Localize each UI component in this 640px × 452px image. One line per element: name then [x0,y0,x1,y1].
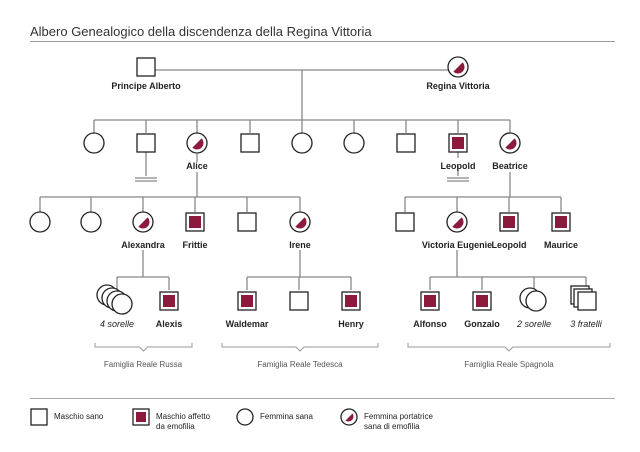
grandchild-male-2 [395,212,415,232]
label-three-brothers: 3 fratelli [570,319,602,329]
family-bracket [407,343,611,352]
label-frittie: Frittie [182,240,208,250]
label-victoria-eugenie: Victoria Eugenie [421,240,493,250]
label-leopold: Leopold [440,161,476,171]
label-alexis: Alexis [155,319,183,329]
legend-affected-male: Maschio affetto da emofilia [132,408,210,432]
waldemar-fill [241,295,253,307]
child-male-3 [396,133,416,153]
label-gonzalo: Gonzalo [464,319,500,329]
grandchild-female-1 [29,211,51,233]
frittie-fill [189,216,201,228]
family-label-russa: Famiglia Reale Russa [103,360,183,369]
principe-alberto [136,57,156,77]
healthy-female-icon [236,408,254,426]
child-female-2 [291,132,313,154]
regina-vittoria [447,56,469,78]
legend-carrier-female: Femmina portatrice sana di emofilia [340,408,433,432]
gonzalo-fill [476,295,488,307]
regina-vittoria-fill [453,62,465,74]
grandchild-male-1 [237,212,257,232]
legend-affected-male-text: Maschio affetto da emofilia [156,412,211,431]
child-male-1 [136,133,156,153]
legend-healthy-male-text: Maschio sano [54,412,104,421]
great-grandchild-male [289,291,309,311]
beatrice-fill [505,138,517,150]
legend-healthy-female-text: Femmina sana [260,412,313,421]
grandchild-female-2 [80,211,102,233]
alice-fill [192,138,204,150]
sister-4 [111,293,133,315]
legend-healthy-male: Maschio sano [30,408,103,426]
legend-divider [30,398,615,399]
alexandra-fill [138,217,150,229]
title-divider [30,41,615,42]
alfonso-fill [424,295,436,307]
family-label-spagnola: Famiglia Reale Spagnola [464,360,554,369]
alexis-fill [163,295,175,307]
label-alexandra: Alexandra [121,240,165,250]
page-title: Albero Genealogico della discendenza del… [30,24,372,39]
victoria-eugenie-fill [452,217,464,229]
child-male-2 [240,133,260,153]
label-four-sisters: 4 sorelle [99,319,135,329]
label-regina-vittoria: Regina Vittoria [426,81,490,91]
affected-male-icon [132,408,150,426]
leopold-fill [452,137,464,149]
healthy-male-icon [30,408,48,426]
family-label-tedesca: Famiglia Reale Tedesca [257,360,343,369]
label-alfonso: Alfonso [413,319,447,329]
legend-carrier-female-text: Femmina portatrice sana di emofilia [364,412,433,431]
irene-fill [295,217,307,229]
two-sisters-front [525,290,547,312]
label-maurice: Maurice [543,240,579,250]
label-waldemar: Waldemar [225,319,269,329]
brother-3 [577,291,597,311]
label-two-sisters: 2 sorelle [516,319,552,329]
child-female-1 [83,132,105,154]
child-female-3 [343,132,365,154]
carrier-female-icon [340,408,358,426]
leopold-2-fill [503,216,515,228]
label-leopold-2: Leopold [491,240,527,250]
label-beatrice: Beatrice [492,161,528,171]
legend-healthy-female: Femmina sana [236,408,313,426]
maurice-fill [555,216,567,228]
label-alice: Alice [186,161,208,171]
henry-fill [345,295,357,307]
family-bracket [94,343,193,352]
family-bracket [221,343,379,352]
label-principe-alberto: Principe Alberto [111,81,181,91]
label-henry: Henry [338,319,364,329]
label-irene: Irene [289,240,311,250]
